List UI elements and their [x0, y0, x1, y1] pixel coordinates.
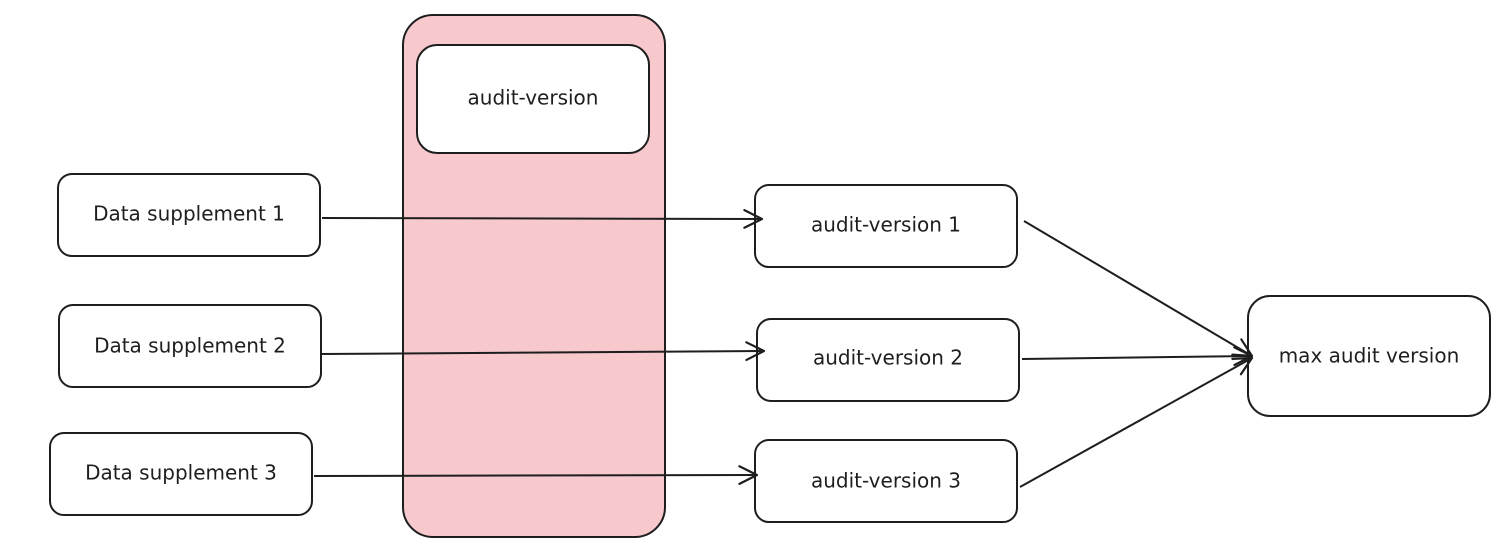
arrow-version-1-to-result	[1023, 220, 1254, 358]
source-label-3: Data supplement 3	[85, 461, 277, 485]
result-label: max audit version	[1279, 344, 1460, 368]
source-node-2: Data supplement 2	[58, 304, 322, 388]
audit-version-header-label: audit-version	[468, 86, 599, 110]
arrow-source-2-to-version-2	[321, 341, 766, 362]
arrow-source-3-to-version-3	[313, 465, 759, 485]
source-label-2: Data supplement 2	[94, 334, 286, 358]
version-label-1: audit-version 1	[811, 213, 961, 237]
version-node-1: audit-version 1	[754, 184, 1018, 268]
result-node: max audit version	[1247, 295, 1491, 417]
source-node-3: Data supplement 3	[49, 432, 313, 516]
arrow-source-1-to-version-1	[321, 209, 764, 229]
source-label-1: Data supplement 1	[93, 202, 285, 226]
version-node-2: audit-version 2	[756, 318, 1020, 402]
arrow-version-3-to-result	[1019, 356, 1254, 488]
audit-version-header-box	[416, 44, 650, 154]
version-label-2: audit-version 2	[813, 346, 963, 370]
arrow-version-2-to-result	[1021, 346, 1254, 367]
source-node-1: Data supplement 1	[57, 173, 321, 257]
version-node-3: audit-version 3	[754, 439, 1018, 523]
version-label-3: audit-version 3	[811, 469, 961, 493]
